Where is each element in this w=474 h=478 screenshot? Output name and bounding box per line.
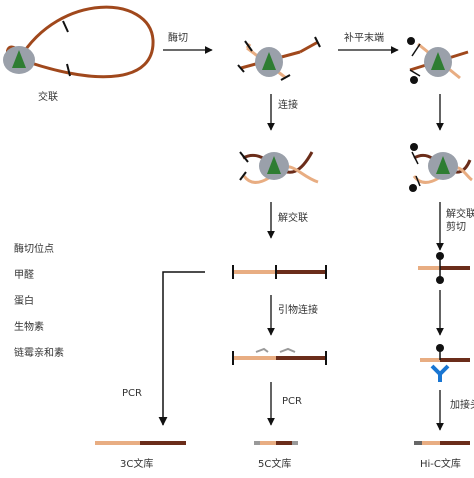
biotin-filled-complex [407,37,469,84]
step-label-fill-in: 补平末端 [344,33,384,44]
step-label-primer-ligate: 引物连接 [278,305,318,316]
legend-item: 生物素 [14,322,44,333]
digested-complex [237,36,321,81]
step-label-pcr-mid: PCR [282,396,302,407]
step-label-reverse-crosslink-shear: 解交联 [446,209,474,220]
legend-item: 链霉亲和素 [14,348,64,359]
sheared-biotin-product [418,252,470,284]
step-label-digest: 酶切 [168,33,188,44]
legend-item: 酶切位点 [14,244,54,255]
linear-ligation-product [232,265,327,279]
step-label-shear: 剪切 [446,222,466,233]
library-label-3c: 3C文库 [120,459,154,470]
step-label-add-adapter: 加接头 [450,400,474,411]
legend-item: 蛋白 [14,296,34,307]
legend-item: 甲醛 [14,270,34,281]
step-label-ligate: 连接 [278,100,298,111]
streptavidin-bound-product [420,344,470,382]
primer-ligated-product [232,347,327,365]
restriction-site-mark [66,63,71,77]
step-label-reverse-crosslink: 解交联 [278,213,308,224]
restriction-site-mark [62,20,69,33]
arrow-pcr-left [158,271,205,426]
step-label-pcr-left: PCR [122,388,142,399]
formaldehyde-mark [12,50,26,68]
step-label-crosslink: 交联 [38,92,58,103]
library-label-hic: Hi-C文库 [420,459,461,470]
biotin-ligated-complex [409,143,473,192]
crosslinked-chromatin-loop [3,5,155,79]
library-label-5c: 5C文库 [258,459,292,470]
ligated-complex [239,151,319,184]
streptavidin-mark [430,364,450,377]
